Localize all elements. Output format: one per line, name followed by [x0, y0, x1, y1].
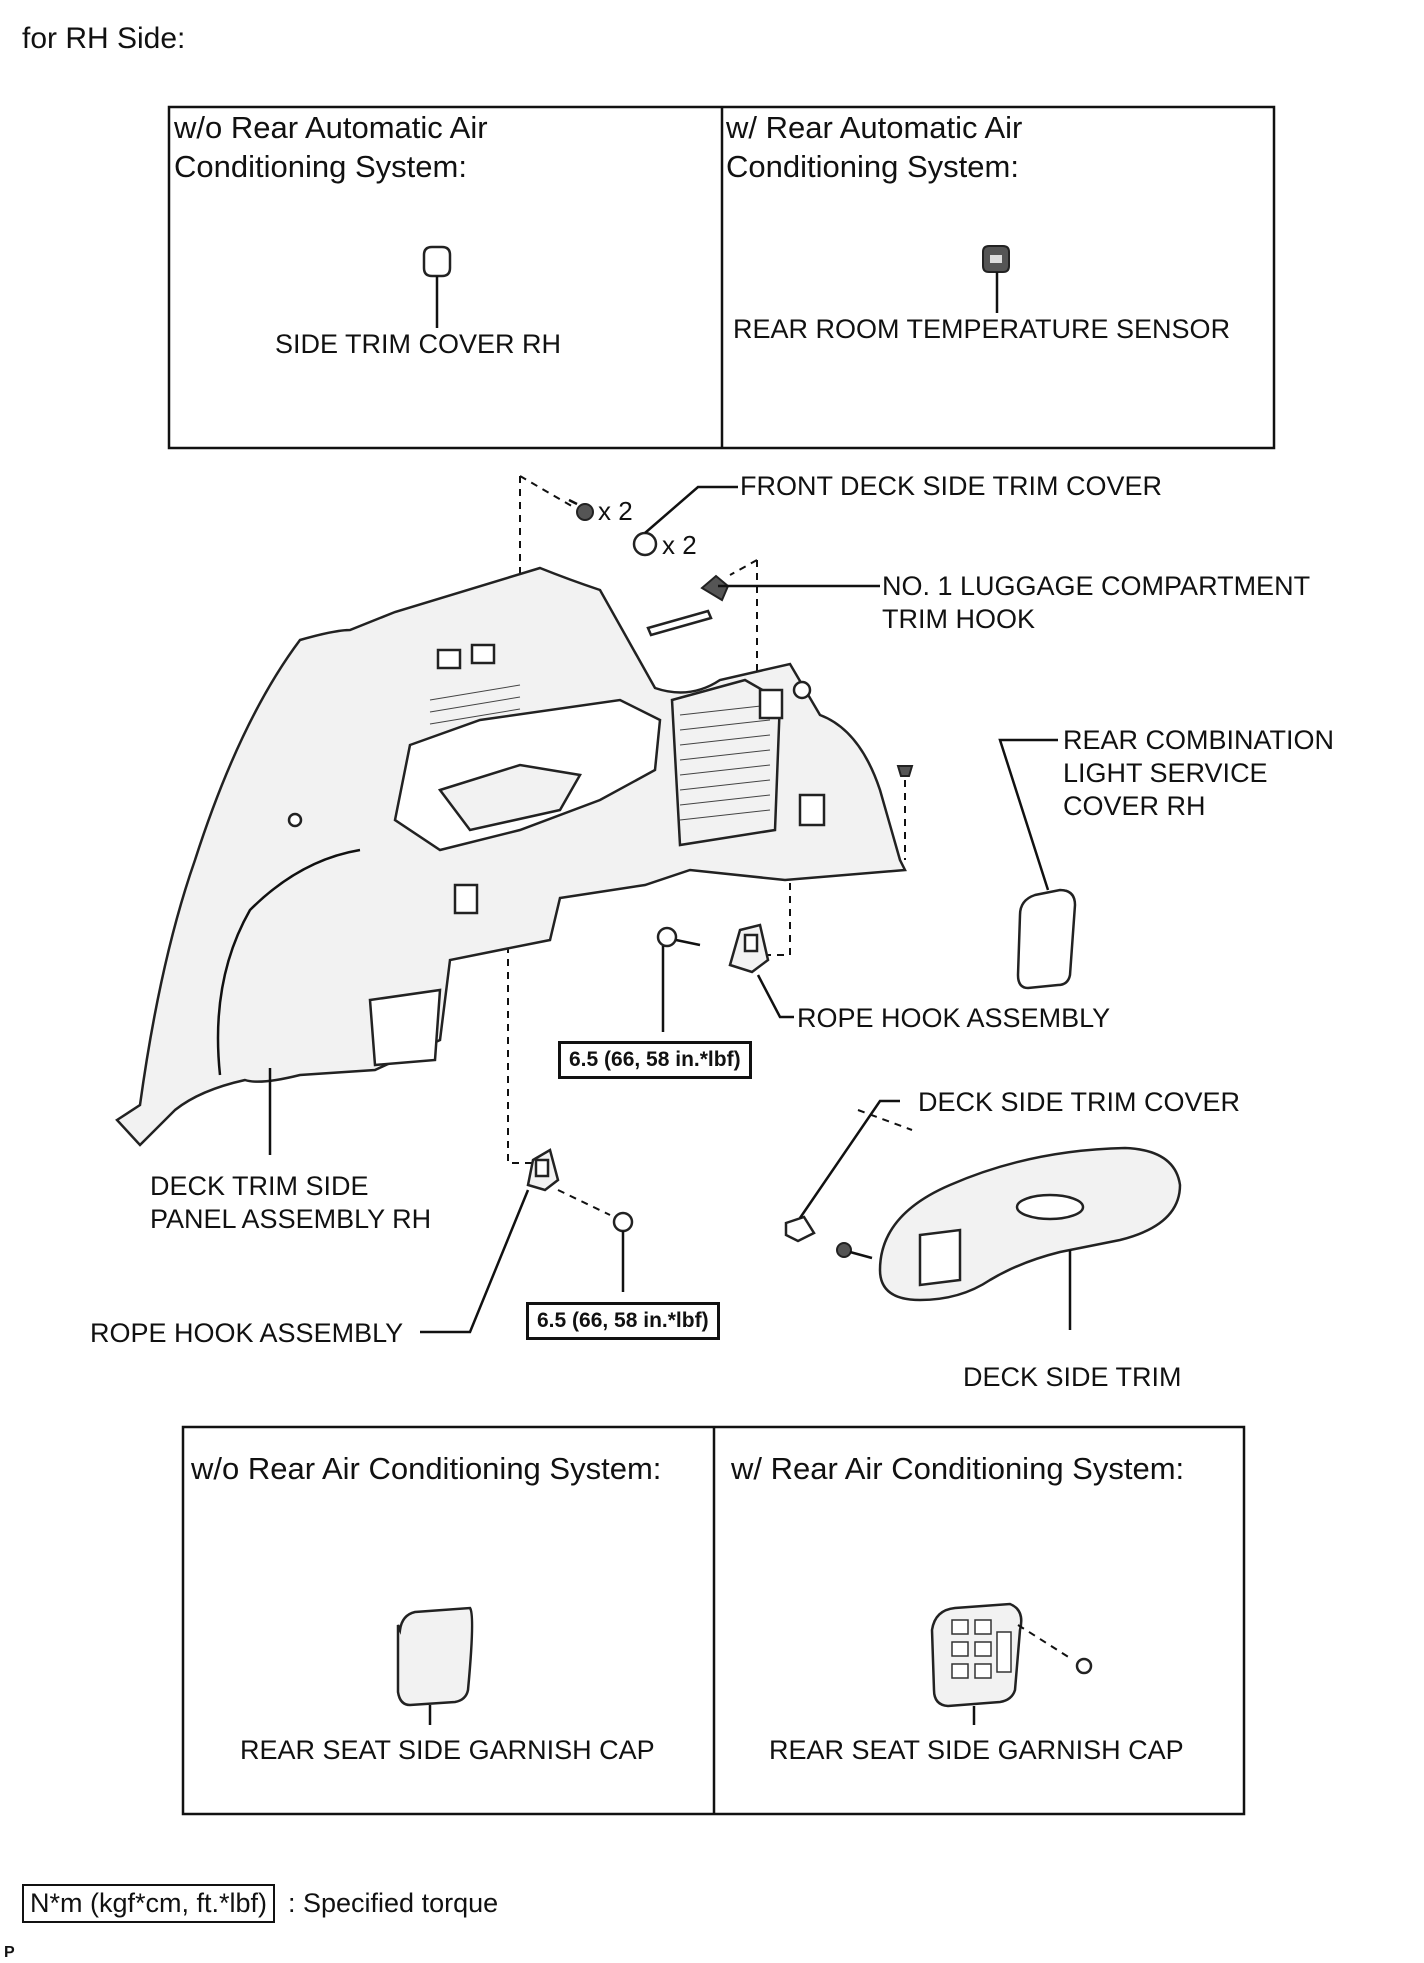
lower-bolt-guide — [557, 1189, 611, 1216]
side-trim-cover-rh-icon — [422, 245, 452, 328]
clip-icon — [568, 498, 594, 521]
torque-unit-legend: N*m (kgf*cm, ft.*lbf) — [22, 1884, 276, 1923]
corner-mark: P — [4, 1944, 15, 1961]
deck-side-trim-bolt-icon — [836, 1242, 873, 1260]
rope-hook-upper-icon — [728, 923, 794, 1019]
garnish-cap-right-label: REAR SEAT SIDE GARNISH CAP — [769, 1735, 1184, 1765]
deck-trim-side-panel-icon — [115, 566, 907, 1147]
deck-side-trim-cover-label: DECK SIDE TRIM COVER — [918, 1087, 1241, 1117]
rear-clip-icon — [896, 765, 914, 777]
rope-hook-lower-guide — [507, 920, 545, 1164]
bolt-lower-icon — [612, 1211, 634, 1292]
front-deck-side-trim-cover-label: FRONT DECK SIDE TRIM COVER — [740, 471, 1163, 501]
rear-combination-label-3: COVER RH — [1063, 791, 1206, 821]
top-left-title-2: Conditioning System: — [174, 149, 467, 184]
deck-side-trim-label: DECK SIDE TRIM — [963, 1362, 1182, 1392]
rear-room-temperature-sensor-label: REAR ROOM TEMPERATURE SENSOR — [733, 314, 1231, 344]
rope-hook-lower-label: ROPE HOOK ASSEMBLY — [90, 1318, 404, 1348]
panel-label-1: DECK TRIM SIDE — [150, 1171, 369, 1201]
rope-hook-lower-icon — [420, 1148, 560, 1334]
clip-guide-line-2 — [519, 475, 576, 509]
deck-side-trim-cover-icon — [784, 1099, 900, 1243]
rear-seat-side-garnish-cap-right-icon — [930, 1602, 1093, 1725]
bolt-upper-icon — [656, 926, 701, 1032]
page-heading: for RH Side: — [22, 22, 186, 55]
deck-side-trim-icon — [878, 1146, 1182, 1330]
luggage-hook-label-1: NO. 1 LUGGAGE COMPARTMENT — [882, 571, 1311, 601]
rear-seat-side-garnish-cap-left-icon — [396, 1606, 474, 1725]
clip-quantity: x 2 — [598, 496, 633, 526]
hook-guide-line-2 — [729, 559, 758, 576]
rear-combination-label-1: REAR COMBINATION — [1063, 725, 1335, 755]
top-right-title-1: w/ Rear Automatic Air — [726, 110, 1023, 145]
rope-hook-upper-label: ROPE HOOK ASSEMBLY — [797, 1003, 1111, 1033]
top-left-title-1: w/o Rear Automatic Air — [174, 110, 488, 145]
rear-room-temperature-sensor-icon — [982, 245, 1010, 313]
bottom-right-title: w/ Rear Air Conditioning System: — [731, 1451, 1185, 1486]
rope-hook-upper-guide — [765, 805, 791, 956]
vent-grille — [429, 684, 771, 821]
deck-trim-bolt-guide — [857, 1109, 913, 1131]
torque-legend-description: : Specified torque — [288, 1888, 499, 1918]
torque-spec-upper: 6.5 (66, 58 in.*lbf) — [558, 1041, 752, 1079]
luggage-hook-label-2: TRIM HOOK — [882, 604, 1035, 634]
garnish-cap-left-label: REAR SEAT SIDE GARNISH CAP — [240, 1735, 655, 1765]
front-deck-side-trim-cover-icon — [632, 485, 738, 557]
top-right-title-2: Conditioning System: — [726, 149, 1019, 184]
luggage-compartment-trim-hook-icon — [646, 574, 880, 637]
bottom-left-title: w/o Rear Air Conditioning System: — [191, 1451, 662, 1486]
torque-spec-lower: 6.5 (66, 58 in.*lbf) — [526, 1302, 720, 1340]
side-trim-cover-rh-label: SIDE TRIM COVER RH — [275, 329, 562, 359]
panel-label-2: PANEL ASSEMBLY RH — [150, 1204, 432, 1234]
cover-quantity: x 2 — [662, 530, 697, 560]
rear-combination-label-2: LIGHT SERVICE — [1063, 758, 1268, 788]
rear-combination-light-service-cover-icon — [998, 738, 1077, 990]
